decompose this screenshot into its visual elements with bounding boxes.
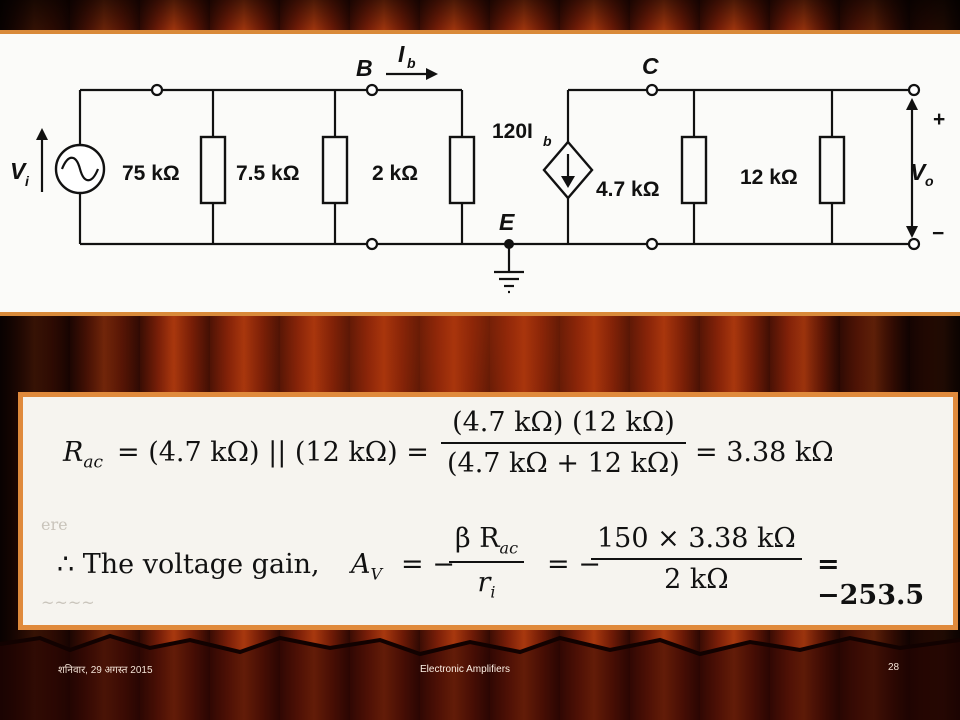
eq-rac-expr: = (4.7 kΩ) || (12 kΩ) =: [117, 437, 429, 468]
slide-number: 28: [888, 662, 900, 673]
eq-rac-fraction: (4.7 kΩ) (12 kΩ) (4.7 kΩ + 12 kΩ): [441, 407, 686, 479]
eq-gain-prefix: ∴ The voltage gain,: [57, 549, 320, 580]
terminal-c-bottom: [645, 237, 659, 251]
footer-date: शनिवार, 29 अगस्त 2015: [58, 665, 153, 676]
eq-rac-result: = 3.38 kΩ: [695, 437, 834, 468]
resistor-2k: [448, 135, 476, 205]
label-plus: +: [933, 108, 945, 131]
eq-rac-denominator: (4.7 kΩ + 12 kΩ): [441, 442, 686, 479]
label-vi-sub: i: [25, 173, 30, 189]
circuit-diagram: V i 75 kΩ 7.5 kΩ 2 kΩ B I b C E 120I b 4…: [10, 41, 945, 294]
label-ib-sub: b: [407, 55, 416, 71]
label-node-c: C: [642, 53, 659, 79]
eq-gain-num1: β Rac: [455, 523, 519, 558]
label-vo: V: [910, 159, 927, 185]
label-dep-source-sub: b: [543, 133, 552, 149]
eq-rac-numerator: (4.7 kΩ) (12 kΩ): [452, 407, 675, 438]
label-vo-sub: o: [925, 173, 934, 189]
terminal-c: [645, 83, 659, 97]
eq-gain-eq2: = −: [547, 549, 601, 580]
label-ib: I: [398, 41, 405, 67]
eq-gain-den2: 2 kΩ: [591, 558, 802, 595]
node-e-dot: [504, 239, 514, 249]
scan-smudge-2: ~~~~: [41, 593, 95, 612]
label-minus: −: [932, 222, 944, 245]
terminal-b: [365, 83, 379, 97]
label-r4: 4.7 kΩ: [596, 178, 660, 201]
eq-gain-eq1: = −: [401, 549, 455, 580]
footer-title: Electronic Amplifiers: [420, 664, 511, 675]
terminal-out-bottom: [907, 237, 921, 251]
resistor-12k: [818, 135, 846, 205]
label-r2: 7.5 kΩ: [236, 162, 300, 185]
label-r3: 2 kΩ: [372, 162, 418, 185]
circuit-diagram-panel: V i 75 kΩ 7.5 kΩ 2 kΩ B I b C E 120I b 4…: [0, 30, 960, 316]
resistor-7-5k: [321, 135, 349, 205]
curtain-top: [0, 0, 960, 30]
eq-gain-result: = −253.5: [817, 549, 925, 611]
label-vi: V: [10, 158, 27, 184]
resistor-75k: [199, 135, 227, 205]
eq-gain-fraction-2: 150 × 3.38 kΩ 2 kΩ: [591, 523, 802, 595]
eq-gain-num2: 150 × 3.38 kΩ: [597, 523, 796, 554]
scan-smudge-1: ere: [41, 515, 68, 534]
label-r1: 75 kΩ: [122, 162, 180, 185]
terminal-out-top: [907, 83, 921, 97]
resistor-4-7k: [680, 135, 708, 205]
label-dep-source: 120I: [492, 120, 533, 143]
dep-source-arrow-icon: [561, 176, 575, 188]
label-node-e: E: [499, 209, 515, 235]
eq-gain-fraction-1: β Rac ri: [449, 523, 525, 602]
eq-gain-den1: ri: [449, 561, 525, 602]
label-node-b: B: [356, 55, 373, 81]
terminal-input-top: [150, 83, 164, 97]
eq-rac-lhs: Rac: [63, 437, 103, 473]
eq-gain-av: AV: [351, 549, 383, 584]
equation-panel: ere ~~~~ Rac = (4.7 kΩ) || (12 kΩ) = (4.…: [18, 392, 958, 630]
label-r5: 12 kΩ: [740, 166, 798, 189]
terminal-b-bottom: [365, 237, 379, 251]
